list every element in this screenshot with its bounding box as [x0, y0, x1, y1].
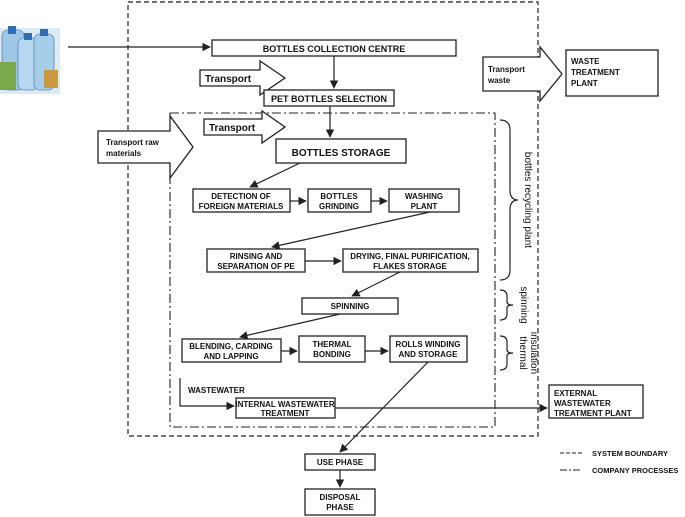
- thermal-bonding-line2: BONDING: [313, 350, 351, 359]
- transport-arrow-1: [199, 59, 287, 97]
- internal-wwt-line1: INTERNAL WASTEWATER: [235, 400, 334, 409]
- external-wwt-line1: EXTERNAL: [554, 389, 597, 398]
- plastic-bottles-icon: [0, 26, 60, 94]
- waste-treatment-plant-box: [565, 49, 659, 97]
- waste-plant-line3: PLANT: [571, 79, 598, 88]
- bottles-storage-box: [275, 138, 407, 164]
- detection-line1: DETECTION OF: [211, 192, 271, 201]
- internal-wwt-line2: TREATMENT: [261, 409, 310, 418]
- legend-company-processes: COMPANY PROCESSES: [592, 466, 678, 475]
- waste-plant-line1: WASTE: [571, 57, 600, 66]
- bottles-storage-label: BOTTLES STORAGE: [292, 148, 391, 159]
- transport-waste-line1: Transport: [488, 65, 525, 74]
- external-wwt-line2: WASTEWATER: [554, 399, 611, 408]
- pet-selection-box: [263, 89, 395, 107]
- insulation-brace: [499, 335, 514, 371]
- disposal-phase-box: [304, 488, 376, 516]
- washing-box: [388, 188, 460, 213]
- transport-arrow-2: [203, 109, 287, 145]
- transport-label-2: Transport: [209, 123, 256, 134]
- thermal-bonding-line1: THERMAL: [312, 340, 351, 349]
- blending-line1: BLENDING, CARDING: [189, 342, 273, 351]
- waste-plant-line2: TREATMENT: [571, 68, 620, 77]
- grinding-line1: BOTTLES: [320, 192, 358, 201]
- wastewater-label: WASTEWATER: [188, 386, 245, 395]
- legend-system-boundary: SYSTEM BOUNDARY: [592, 449, 668, 458]
- transport-raw-arrow: [97, 114, 194, 180]
- rolls-winding-box: [389, 335, 468, 363]
- insulation-side-line1: thermal: [517, 336, 528, 369]
- transport-waste-arrow: [482, 45, 563, 103]
- drying-box: [342, 248, 479, 273]
- external-wwt-box: [548, 384, 644, 419]
- rolls-line1: ROLLS WINDING: [396, 340, 461, 349]
- drying-line2: FLAKES STORAGE: [373, 262, 447, 271]
- recycling-plant-label: bottles recycling plant: [522, 152, 533, 248]
- recycling-brace: [499, 119, 519, 281]
- rinsing-line1: RINSING AND: [230, 252, 283, 261]
- disposal-line1: DISPOSAL: [320, 493, 361, 502]
- washing-line1: WASHING: [405, 192, 443, 201]
- detection-line2: FOREIGN MATERIALS: [199, 202, 284, 211]
- spinning-box: [301, 297, 399, 315]
- grinding-line2: GRINDING: [319, 202, 359, 211]
- company-processes-boundary: [169, 112, 496, 428]
- pet-selection-label: PET BOTTLES SELECTION: [271, 94, 387, 104]
- transport-waste-line2: waste: [487, 76, 511, 85]
- rolls-line2: AND STORAGE: [399, 350, 459, 359]
- collection-centre-label: BOTTLES COLLECTION CENTRE: [263, 44, 406, 54]
- drying-line1: DRYING, FINAL PURIFICATION,: [350, 252, 469, 261]
- external-wwt-line3: TREATMENT PLANT: [554, 409, 632, 418]
- transport-raw-line2: materials: [106, 149, 142, 158]
- blending-line2: AND LAPPING: [203, 352, 258, 361]
- system-boundary: [127, 1, 539, 437]
- spinning-brace: [499, 289, 514, 321]
- transport-raw-line1: Transport raw: [106, 138, 160, 147]
- use-phase-label: USE PHASE: [317, 458, 364, 467]
- washing-line2: PLANT: [411, 202, 438, 211]
- spinning-side-label: spinning: [518, 286, 529, 323]
- transport-label-1: Transport: [205, 74, 252, 85]
- thermal-bonding-box: [298, 335, 366, 363]
- disposal-line2: PHASE: [326, 503, 354, 512]
- rinsing-line2: SEPARATION OF PE: [217, 262, 295, 271]
- spinning-label: SPINNING: [331, 302, 370, 311]
- insulation-side-line2: insulation: [528, 332, 539, 374]
